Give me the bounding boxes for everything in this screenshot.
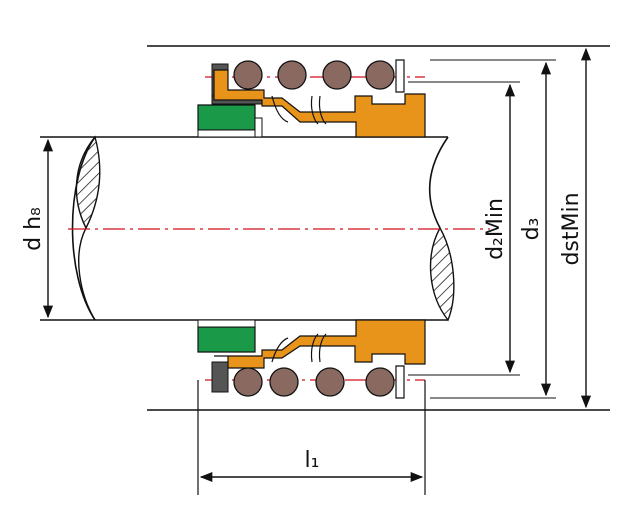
label-dst: dstMin [559, 192, 584, 265]
label-d2: d₂Min [483, 198, 508, 260]
spring-coils-upper [233, 60, 395, 90]
shaft-break-right [429, 226, 455, 322]
shaft [40, 135, 455, 322]
seal-upper [197, 59, 426, 138]
centerlines [68, 76, 490, 381]
elastomer-lower [197, 326, 256, 353]
housing-lines [147, 45, 610, 411]
label-d3: d₃ [519, 218, 544, 241]
dim-d3: d₃ [430, 59, 556, 399]
dim-dst: dstMin [559, 47, 592, 409]
seal-ring-upper [213, 69, 426, 138]
dim-l1: l₁ [197, 380, 426, 495]
spring-coils-lower [233, 367, 395, 397]
dim-shaft-diameter: d h₈ [21, 138, 54, 319]
label-shaft-diameter: d h₈ [21, 207, 46, 251]
elastomer-upper [197, 104, 256, 131]
shaft-break-left [75, 135, 101, 230]
seal-lower [197, 319, 426, 399]
label-l1: l₁ [305, 448, 320, 473]
seal-ring-lower [214, 319, 426, 369]
dim-d2: d₂Min [408, 81, 520, 376]
